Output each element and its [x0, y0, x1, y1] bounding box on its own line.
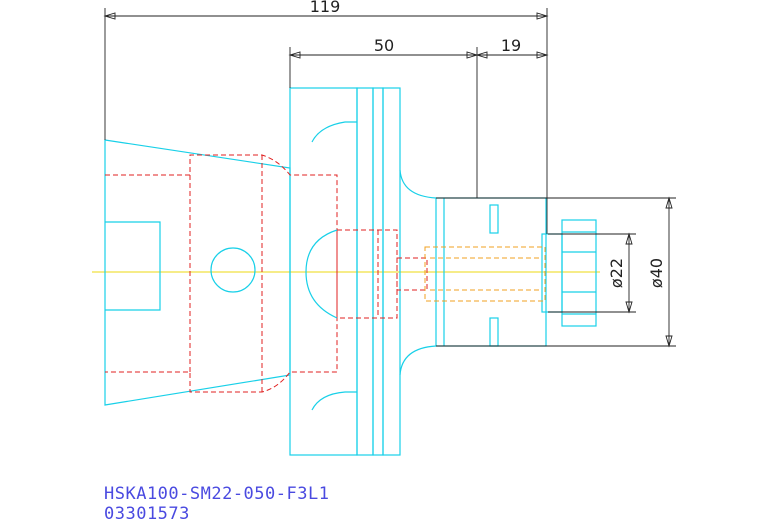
neck-fillet-top: [399, 169, 437, 199]
cross-hole-circle: [210, 247, 256, 293]
neck-fillet-bottom: [399, 345, 437, 376]
dim-tip-length: 19: [501, 36, 521, 55]
hsk-keyway-slot: [105, 221, 161, 311]
screw-bore-hidden: [396, 257, 428, 291]
flange-notch-top: [311, 121, 357, 143]
part-model-label: HSKA100-SM22-050-F3L1: [104, 484, 330, 504]
part-code-label: 03301573: [104, 504, 190, 524]
dim-large-diameter: ø40: [647, 258, 666, 288]
dim-mid-length: 50: [374, 36, 394, 55]
internal-bore-hidden: [105, 154, 338, 393]
dim-overall-length: 119: [310, 0, 341, 16]
screw-thread-hidden: [424, 246, 546, 302]
flange-rim: [382, 87, 401, 456]
coolant-dome: [305, 229, 338, 319]
drive-key-bottom: [489, 317, 499, 347]
clamping-screw-head: [561, 219, 597, 327]
drive-key-top: [489, 204, 499, 234]
coolant-tube-hidden: [336, 229, 398, 319]
dim-small-diameter: ø22: [607, 258, 626, 288]
flange-notch-bottom: [311, 391, 357, 411]
